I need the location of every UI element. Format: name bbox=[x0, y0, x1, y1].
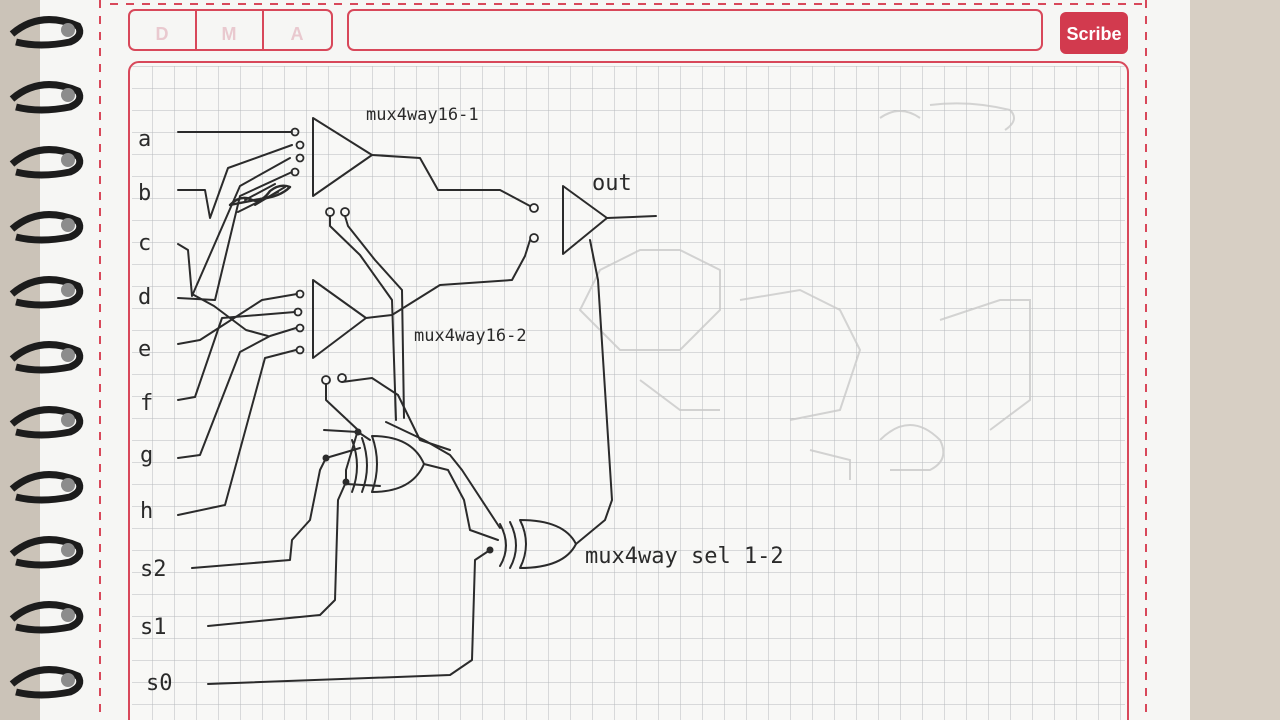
spiral-hole bbox=[61, 88, 75, 102]
mux2-label: mux4way16-2 bbox=[414, 326, 527, 346]
mux1-label: mux4way16-1 bbox=[366, 105, 479, 125]
input-label-h: h bbox=[140, 499, 153, 524]
input-labels: a b c d e f g h s2 s1 s0 bbox=[138, 127, 173, 696]
brand-logo: Scribe bbox=[1066, 24, 1121, 44]
bleed-through-sketch bbox=[578, 102, 1031, 480]
spiral-hole bbox=[61, 673, 75, 687]
mux2-shape bbox=[312, 279, 367, 359]
spiral-ring bbox=[9, 601, 84, 634]
input-label-f: f bbox=[140, 391, 153, 416]
out-mux-shape bbox=[562, 185, 608, 255]
input-label-d: d bbox=[138, 285, 151, 310]
or-gate-1 bbox=[371, 435, 425, 493]
tab-a: A bbox=[291, 24, 304, 44]
spiral-ring bbox=[9, 666, 84, 699]
title-box bbox=[347, 9, 1043, 51]
spiral-ring bbox=[9, 211, 84, 244]
spiral-ring bbox=[9, 471, 84, 504]
out-mux-pins bbox=[529, 203, 539, 243]
spiral-ring bbox=[9, 146, 84, 179]
spiral-hole bbox=[61, 153, 75, 167]
spiral-hole bbox=[61, 348, 75, 362]
or-gate-sel bbox=[519, 519, 577, 569]
spiral-ring bbox=[9, 16, 84, 49]
spiral-hole bbox=[61, 608, 75, 622]
spiral-hole bbox=[61, 283, 75, 297]
spiral-hole bbox=[61, 543, 75, 557]
spiral-hole bbox=[61, 413, 75, 427]
spiral-binding bbox=[9, 16, 84, 699]
spiral-ring bbox=[9, 81, 84, 114]
tab-d: D bbox=[156, 24, 169, 44]
spiral-hole bbox=[61, 218, 75, 232]
brand-badge bbox=[1060, 12, 1128, 54]
out-label: out bbox=[592, 171, 632, 196]
spiral-hole bbox=[61, 23, 75, 37]
sel-label: mux4way sel 1-2 bbox=[585, 544, 784, 569]
input-label-b: b bbox=[138, 181, 151, 206]
input-label-a: a bbox=[138, 127, 151, 152]
input-label-s0: s0 bbox=[146, 671, 173, 696]
spiral-hole bbox=[61, 478, 75, 492]
input-label-e: e bbox=[138, 337, 151, 362]
mux1-shape bbox=[312, 117, 373, 197]
spiral-ring bbox=[9, 341, 84, 374]
input-label-s1: s1 bbox=[140, 615, 167, 640]
spiral-ring bbox=[9, 536, 84, 569]
header-tabs: D M A bbox=[128, 9, 333, 51]
circuit-diagram bbox=[177, 117, 657, 685]
tab-m: M bbox=[222, 24, 237, 44]
spiral-ring bbox=[9, 406, 84, 439]
input-label-g: g bbox=[140, 443, 153, 468]
spiral-ring bbox=[9, 276, 84, 309]
input-label-s2: s2 bbox=[140, 557, 167, 582]
input-label-c: c bbox=[138, 231, 151, 256]
